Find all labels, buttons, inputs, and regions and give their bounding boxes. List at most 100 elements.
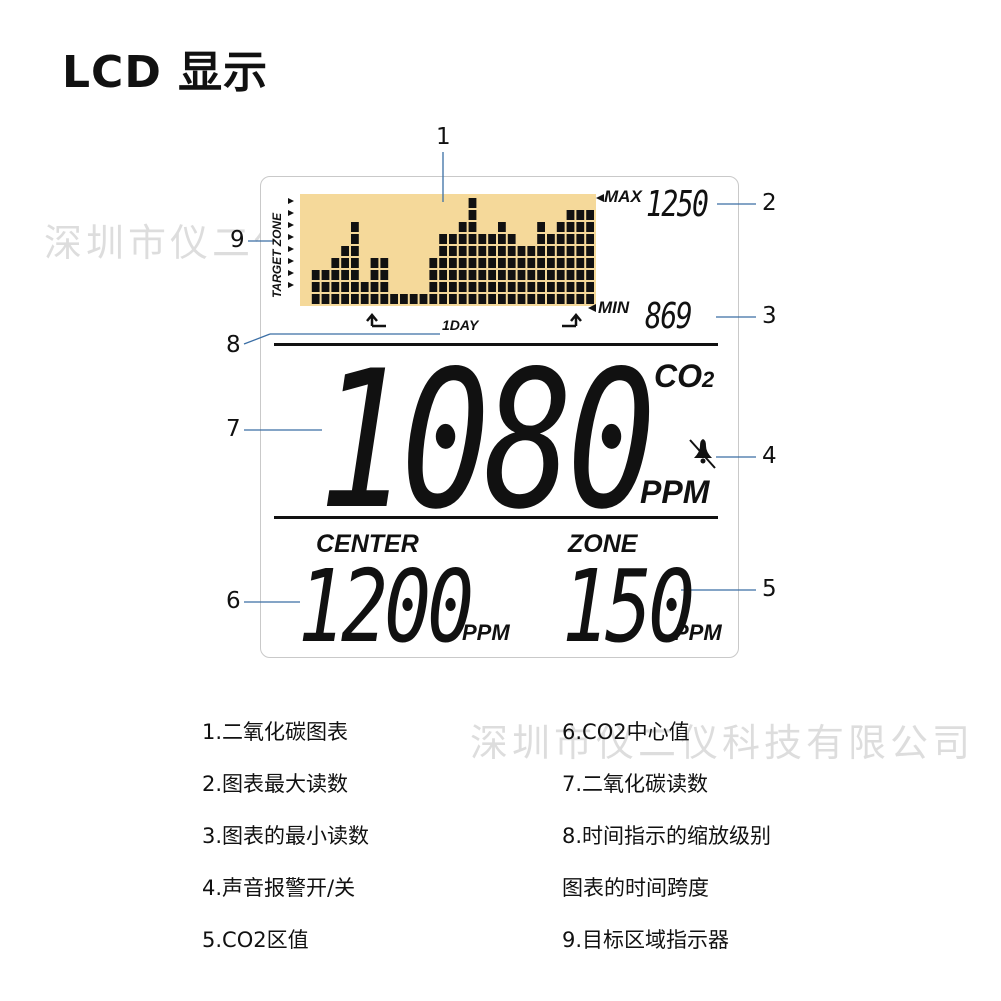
chart-bar-cell	[311, 294, 320, 304]
chart-bar-cell	[331, 258, 340, 268]
chart-bar-cell	[517, 258, 526, 268]
legend-item: 6.CO2中心值	[562, 720, 690, 744]
chart-bar-cell	[566, 294, 575, 304]
chart-bar-cell	[468, 282, 477, 292]
chart-bar-cell	[586, 270, 594, 280]
chart-bar-cell	[556, 294, 565, 304]
chart-bar-cell	[449, 246, 457, 256]
zone-value: 150	[562, 548, 695, 665]
zone-ppm-unit: PPM	[674, 620, 722, 645]
chart-bar-cell	[468, 198, 477, 208]
callout-8: 8	[226, 332, 241, 358]
chart-bar-cell	[370, 282, 379, 292]
chart-bar-cell	[498, 282, 506, 292]
callout-5: 5	[762, 576, 777, 602]
chart-bar-cell	[566, 282, 575, 292]
legend-item: 2.图表最大读数	[202, 772, 349, 796]
chart-bar-cell	[439, 246, 447, 256]
chart-bar-cell	[370, 294, 379, 304]
chart-bar-cell	[429, 270, 438, 280]
legend-item: 5.CO2区值	[202, 928, 309, 952]
chart-bar-cell	[458, 246, 467, 256]
chart-bar-cell	[527, 282, 536, 292]
watermark: 深圳市仪二仪科技有限公司	[470, 721, 975, 765]
chart-bar-cell	[311, 282, 320, 292]
center-label: CENTER	[316, 530, 419, 558]
chart-bar-cell	[488, 282, 496, 292]
chart-bar-cell	[449, 282, 457, 292]
legend-item: 9.目标区域指示器	[562, 928, 730, 952]
chart-bar-cell	[576, 270, 585, 280]
chart-bar-cell	[556, 258, 565, 268]
chart-bar-cell	[507, 294, 516, 304]
chart-bar-cell	[321, 270, 330, 280]
callout-4: 4	[762, 443, 777, 469]
chart-bar-cell	[390, 294, 398, 304]
callout-1: 1	[436, 124, 451, 150]
max-pointer-icon	[596, 194, 604, 202]
callout-lines	[243, 152, 756, 603]
chart-bar-cell	[498, 294, 506, 304]
chart-bar-cell	[380, 282, 389, 292]
legend-item: 7.二氧化碳读数	[562, 772, 709, 796]
chart-bar-cell	[311, 270, 320, 280]
chart-bar-cell	[331, 270, 340, 280]
chart-bar-cell	[360, 294, 369, 304]
chart-bar-cell	[478, 270, 487, 280]
max-label: MAX	[604, 187, 642, 206]
chart-bar-cell	[576, 258, 585, 268]
chart-bar-cell	[439, 282, 447, 292]
main-ppm-unit: PPM	[640, 474, 710, 510]
chart-bar-cell	[566, 258, 575, 268]
chart-bar-cell	[547, 258, 555, 268]
chart-bar-cell	[449, 270, 457, 280]
chart-bar-cell	[517, 270, 526, 280]
chart-bar-cell	[498, 258, 506, 268]
legend-item: 图表的时间跨度	[562, 876, 709, 900]
chart-bar-cell	[351, 246, 359, 256]
chart-bar-cell	[556, 234, 565, 244]
chart-bar-cell	[586, 210, 594, 220]
chart-bar-cell	[517, 282, 526, 292]
chart-bar-cell	[351, 222, 359, 232]
chart-bar-cell	[331, 282, 340, 292]
chart-bar-cell	[429, 282, 438, 292]
chart-bar-cell	[380, 258, 389, 268]
chart-bar-cell	[400, 294, 408, 304]
chart-bar-cell	[498, 234, 506, 244]
chart-bar-cell	[429, 294, 438, 304]
chart-bar-cell	[458, 258, 467, 268]
chart-bar-cell	[537, 258, 545, 268]
chart-bar-cell	[468, 294, 477, 304]
chart-bar-cell	[547, 234, 555, 244]
time-span-label: 1DAY	[442, 317, 479, 333]
time-span-right-arrow-icon	[562, 313, 582, 328]
chart-bar-cell	[351, 282, 359, 292]
chart-bar-cell	[409, 294, 418, 304]
chart-bar-cell	[527, 270, 536, 280]
chart-bar-cell	[527, 294, 536, 304]
chart-bar-cell	[458, 282, 467, 292]
chart-bar-cell	[488, 246, 496, 256]
chart-bar-cell	[478, 234, 487, 244]
legend-item: 4.声音报警开/关	[202, 876, 356, 900]
time-span-left-arrow-icon	[366, 313, 386, 328]
chart-bar-cell	[556, 270, 565, 280]
chart-bar-cell	[566, 210, 575, 220]
chart-bar-cell	[537, 282, 545, 292]
target-zone-indicator-icon	[288, 198, 294, 288]
chart-bar-cell	[527, 258, 536, 268]
chart-bar-cell	[488, 294, 496, 304]
chart-bar-cell	[547, 246, 555, 256]
chart-bar-cell	[341, 246, 349, 256]
chart-bar-cell	[537, 222, 545, 232]
target-zone-label: TARGET ZONE	[270, 212, 284, 298]
chart-bar-cell	[547, 282, 555, 292]
chart-bar-cell	[439, 234, 447, 244]
chart-bar-cell	[576, 234, 585, 244]
chart-bar-cell	[458, 294, 467, 304]
zone-label: ZONE	[568, 530, 638, 558]
chart-bar-cell	[586, 234, 594, 244]
chart-bar-cell	[468, 270, 477, 280]
callout-3: 3	[762, 303, 777, 329]
